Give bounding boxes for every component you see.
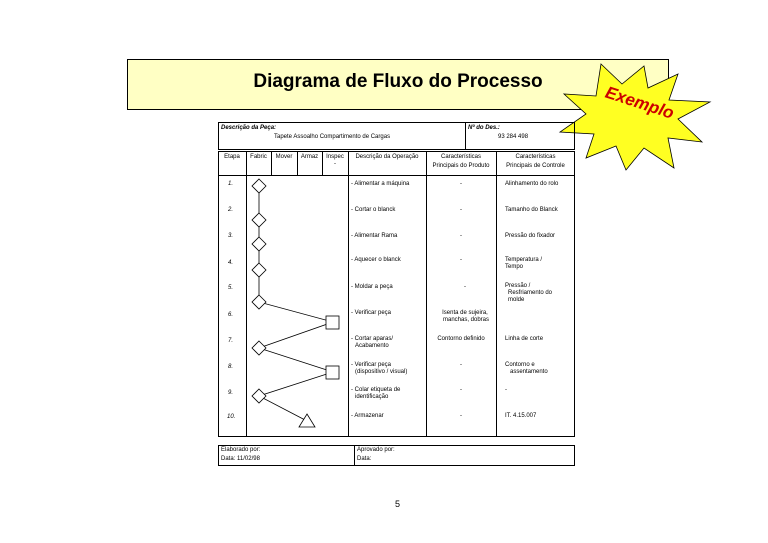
page-title: Diagrama de Fluxo do Processo [253, 71, 543, 92]
operation-text: - Cortar o blanck [351, 207, 396, 213]
column-divider [322, 152, 323, 175]
product-characteristic: - [460, 233, 462, 239]
column-divider [246, 152, 247, 436]
step-number: 6. [228, 312, 234, 318]
control-characteristic: Alinhamento do rolo [505, 181, 559, 187]
step-number: 2. [228, 207, 234, 213]
prepared-by-label: Elaborado por: [221, 447, 261, 453]
column-divider [271, 152, 272, 175]
approved-date: Data: [357, 456, 372, 462]
header-controle-2: Principais de Controle [506, 163, 565, 169]
starburst-shape [558, 63, 712, 171]
product-characteristic: - [460, 257, 462, 263]
control-characteristic: IT. 4.15.007 [505, 413, 537, 419]
header-produto: Características [440, 154, 481, 160]
control-characteristic: Linha de corte [505, 336, 544, 342]
column-divider [496, 152, 497, 436]
operation-diamond-icon [251, 178, 267, 194]
product-characteristic: - [460, 387, 462, 393]
header-produto-2: Principais do Produto [432, 163, 490, 169]
control-characteristic: - [505, 387, 507, 393]
header-armaz: Armaz [300, 154, 319, 160]
header-fabric: Fabric [250, 154, 267, 160]
part-description-value: Tapete Assoalho Compartimento de Cargas [274, 134, 391, 140]
page-number: 5 [395, 499, 401, 509]
column-divider [348, 152, 349, 436]
header-row-divider [219, 175, 574, 176]
operation-text: - Alimentar a máquina [351, 181, 410, 187]
part-number-label: Nº do Des.: [468, 125, 500, 131]
part-description-label: Descrição da Peça: [221, 125, 277, 131]
operation-diamond-icon [251, 340, 267, 356]
operation-diamond-icon [251, 262, 267, 278]
header-etapa: Etapa [224, 154, 240, 160]
header-mover: Mover [275, 154, 293, 160]
starburst-stamp: Exemplo [558, 63, 712, 171]
part-number-divider [465, 122, 466, 150]
operation-diamond-icon [251, 236, 267, 252]
control-characteristic-line-2: Tempo [505, 264, 524, 270]
approved-by-label: Aprovado por: [357, 447, 395, 453]
step-number: 9. [228, 390, 234, 396]
step-number: 8. [228, 364, 234, 370]
operation-text: - Colar etiqueta de [351, 387, 401, 393]
inspection-square-icon [325, 365, 340, 380]
control-characteristic-line-3: molde [508, 297, 525, 303]
control-characteristic-line-2: Resfriamento do [508, 290, 553, 296]
operation-text-line-2: (dispositivo / visual) [355, 369, 408, 375]
product-characteristic: - [460, 207, 462, 213]
operation-text: - Verificar peça [351, 362, 392, 368]
process-table [218, 151, 575, 437]
step-number: 3. [228, 233, 234, 239]
control-characteristic: Pressão do fixador [505, 233, 556, 239]
operation-text: - Alimentar Rama [351, 233, 398, 239]
part-info-box [218, 122, 575, 150]
flow-connector [257, 186, 335, 422]
product-characteristic: - [460, 413, 462, 419]
operation-text: - Armazenar [351, 413, 384, 419]
header-inspec: Inspec [326, 154, 344, 160]
step-number: 4. [228, 260, 234, 266]
step-number: 7. [228, 338, 234, 344]
part-number-value: 93 284 498 [498, 134, 529, 140]
signoff-box [218, 445, 575, 466]
step-number: 1. [228, 181, 234, 187]
column-divider [426, 152, 427, 436]
header-controle: Características [515, 154, 556, 160]
inspection-square-icon [325, 315, 340, 330]
control-characteristic: Contorno e [505, 362, 535, 368]
operation-diamond-icon [251, 294, 267, 310]
operation-diamond-icon [251, 212, 267, 228]
product-characteristic: - [460, 362, 462, 368]
operation-text: - Cortar aparas/ [351, 336, 394, 342]
operation-text: - Verificar peça [351, 310, 392, 316]
signoff-divider [354, 445, 355, 466]
product-characteristic: Contorno definido [437, 336, 485, 342]
control-characteristic: Tamanho do Blanck [505, 207, 558, 213]
product-characteristic-line-2: manchas, dobras [442, 317, 490, 323]
header-inspec-dash: - [334, 161, 336, 167]
control-characteristic: Pressão / [505, 283, 531, 289]
operation-diamond-icon [251, 388, 267, 404]
operation-text-line-2: Acabamento [355, 343, 389, 349]
prepared-date: Data: 11/02/98 [221, 456, 260, 462]
operation-text-line-2: identificação [355, 394, 389, 400]
operation-text: - Moldar a peça [351, 284, 393, 290]
product-characteristic: Isenta de sujeira, [442, 310, 488, 316]
product-characteristic: - [464, 284, 466, 290]
column-divider [297, 152, 298, 175]
control-characteristic-line-2: assentamento [510, 369, 548, 375]
title-banner: Diagrama de Fluxo do Processo [127, 59, 669, 110]
header-descricao: Descrição da Operação [355, 154, 419, 160]
step-number: 10. [227, 414, 236, 420]
step-number: 5. [228, 285, 234, 291]
storage-triangle-icon [298, 413, 316, 428]
operation-text: - Aquecer o blanck [351, 257, 401, 263]
control-characteristic: Temperatura / [505, 257, 543, 263]
product-characteristic: - [460, 181, 462, 187]
